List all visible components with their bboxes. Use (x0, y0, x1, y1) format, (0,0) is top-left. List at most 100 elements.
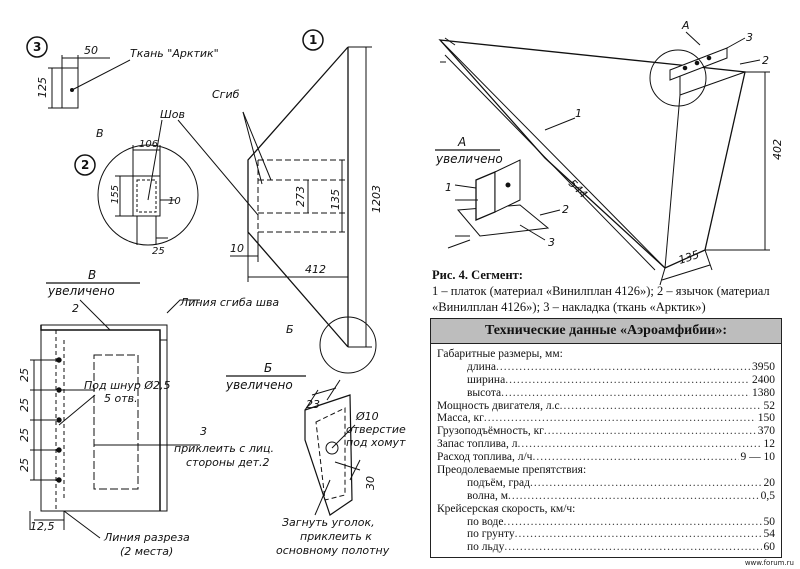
detail-v-glue2: стороны дет.2 (186, 456, 270, 469)
specs-row-value: 1380 (752, 386, 775, 399)
part2-number-circle (74, 154, 96, 176)
watermark: www.forum.ru (744, 559, 794, 567)
specs-row: волна, м0,5 (437, 490, 775, 503)
specs-row: Расход топлива, л/ч9 — 10 (437, 451, 775, 464)
part2-number: 2 (81, 158, 89, 172)
detail-bv-dim-10: Ø10 (355, 410, 379, 423)
figure-caption: Рис. 4. Сегмент: 1 – платок (материал «В… (432, 267, 792, 315)
specs-row-label: по грунту (467, 528, 515, 541)
part3-group (26, 36, 131, 109)
part1-dim-135: 135 (329, 189, 342, 210)
specs-row-value (773, 348, 775, 361)
view-bv-letter: Б (264, 361, 272, 375)
part1-fold-label: Сгиб (212, 88, 240, 101)
specs-row: длина 3950 (437, 361, 775, 374)
part1-seam-label: Шов (160, 108, 185, 121)
detail-v-num2: 2 (72, 302, 79, 315)
specs-row-label: Запас топлива, л (437, 438, 518, 451)
part3-label: Ткань "Арктик" (130, 47, 219, 60)
view-a-caption: увеличено (435, 152, 503, 166)
specs-row: Запас топлива, л 12 (437, 438, 775, 451)
detail-v-dim-25-1: 25 (18, 368, 31, 382)
specs-row: Преодолеваемые препятствия: (437, 464, 775, 477)
specs-row-leader (563, 348, 773, 361)
view-v-letter: В (88, 268, 96, 282)
specs-row: по льду60 (437, 541, 775, 554)
detail-v-group (29, 282, 200, 539)
specs-row-leader (504, 541, 761, 554)
part2-dim-155: 155 (110, 185, 121, 204)
node-v-circle (97, 144, 199, 246)
detail-v-cut2: (2 места) (120, 545, 173, 558)
detail-bv-bend2: приклеить к (300, 530, 372, 543)
specs-row: Грузоподъёмность, кг370 (437, 425, 775, 438)
detail-v-cut1: Линия разреза (103, 531, 190, 544)
figure-caption-text: 1 – платок (материал «Винилплан 4126»); … (432, 284, 770, 314)
part2-group (74, 119, 199, 246)
specs-row-label: Преодолеваемые препятствия: (437, 464, 587, 477)
specs-row-label: Расход топлива, л/ч (437, 451, 533, 464)
node-v-label: В (96, 127, 104, 140)
specs-table-body: Габаритные размеры, мм:длина3950ширина24… (431, 344, 781, 554)
detail-v-dim-12-5: 12,5 (30, 520, 55, 533)
specs-row-value (773, 503, 775, 516)
detail-bv-hole1: отверстие (346, 423, 406, 436)
specs-row-value (773, 464, 775, 477)
specs-row-label: высота (467, 386, 502, 399)
specs-row-label: Габаритные размеры, мм: (437, 348, 563, 360)
view-a-group (435, 149, 561, 249)
specs-row-label: по воде (467, 515, 504, 528)
specs-row: Мощность двигателя, л.с 52 (437, 400, 775, 413)
part1-number-circle (302, 29, 324, 51)
specs-row-leader (504, 516, 762, 529)
detail-bv-hole2: под хомут (346, 436, 406, 449)
figure-caption-title: Рис. 4. Сегмент: (432, 268, 523, 282)
segment-label-a: А (681, 19, 690, 32)
detail-v-cord: Под шнур Ø2,5 (84, 379, 171, 392)
specs-row: Крейсерская скорость, км/ч: (437, 503, 775, 516)
detail-v-outer (40, 324, 168, 512)
specs-row-value: 20 (763, 476, 776, 489)
specs-row-value: 52 (763, 399, 776, 412)
node-b-circle (319, 316, 377, 374)
specs-row-label: подъём, град (467, 476, 530, 489)
detail-v-fold-line: Линия сгиба шва (179, 296, 279, 309)
part1-dim-1203: 1203 (370, 185, 383, 213)
specs-row: подъём, град 20 (437, 477, 775, 490)
specs-row-label: по льду (467, 541, 505, 554)
specs-row-value: 150 (757, 412, 775, 425)
specs-row: по воде50 (437, 516, 775, 529)
detail-v-dim-25-4: 25 (18, 458, 31, 472)
specs-row-leader (508, 490, 759, 503)
part2-dim-10: 10 (168, 196, 181, 207)
detail-v-dim-25-3: 25 (18, 428, 31, 442)
specs-row-label: длина (467, 360, 497, 373)
specs-row-label: волна, м (467, 489, 508, 502)
detail-bv-group (226, 375, 361, 516)
specs-row-leader (586, 464, 773, 477)
detail-v-dim-25-2: 25 (18, 398, 31, 412)
specs-row-value: 12 (763, 438, 776, 451)
part3-dim-height: 125 (36, 77, 49, 98)
part1-dim-10: 10 (230, 242, 244, 255)
specs-row-leader (530, 477, 762, 490)
specs-row-label: Мощность двигателя, л.с (437, 399, 560, 412)
part1-dim-273: 273 (294, 186, 307, 207)
segment-dim-402: 402 (771, 139, 784, 160)
part3-number: 3 (33, 40, 41, 54)
specs-row-value: 3950 (752, 360, 775, 373)
specs-row-leader (532, 451, 738, 464)
part3-dim-width: 50 (84, 44, 98, 57)
part1-group (177, 29, 377, 374)
specs-row: Габаритные размеры, мм: (437, 348, 775, 361)
specs-row-leader (501, 387, 750, 400)
specs-table: Технические данные «Аэроамфибии»: Габари… (430, 318, 782, 558)
detail-v-glue1: приклеить с лиц. (174, 442, 274, 455)
node-b-label: Б (286, 323, 294, 336)
specs-row-leader (544, 425, 756, 438)
specs-row-leader (505, 374, 750, 387)
detail-v-num3: 3 (200, 425, 207, 438)
segment-num-3: 3 (746, 31, 753, 44)
view-a-num-3: 3 (548, 236, 555, 249)
node-a-circle (649, 49, 707, 107)
